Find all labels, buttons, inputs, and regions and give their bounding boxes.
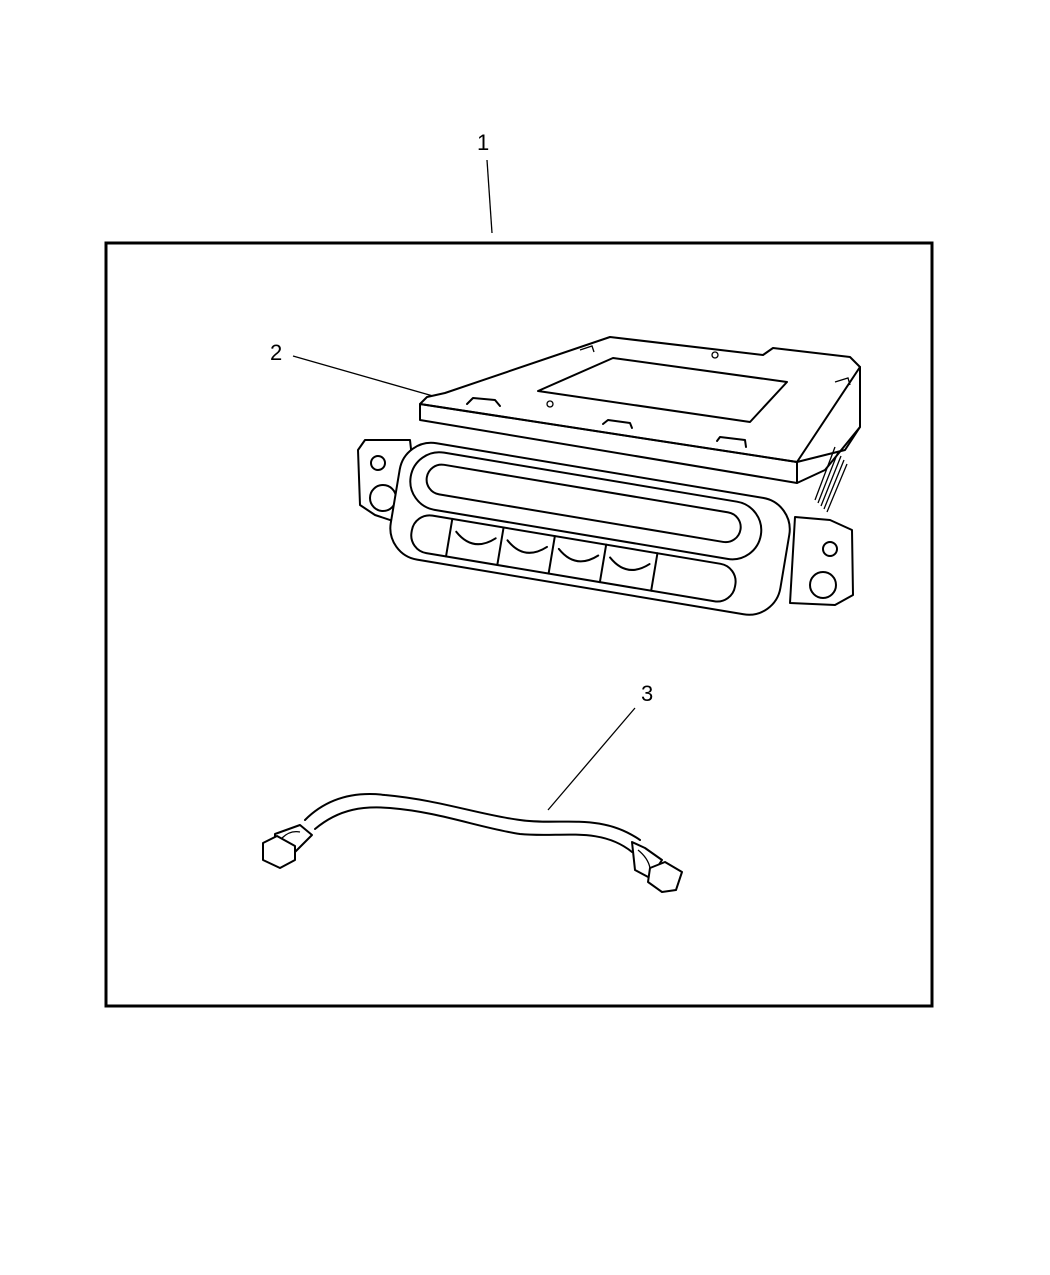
cd-slot-surround <box>409 451 763 561</box>
callout-1-leader <box>486 159 493 234</box>
callout-2-label: 2 <box>270 340 282 365</box>
radio-unit <box>357 336 861 616</box>
left-knob <box>369 484 397 512</box>
callout-3-leader <box>547 707 636 811</box>
callout-3-label: 3 <box>641 681 653 706</box>
right-knob <box>809 571 837 599</box>
right-mounting-flange <box>789 516 854 606</box>
kit-boundary-box <box>104 241 934 1008</box>
preset-buttons <box>445 517 659 592</box>
left-connector <box>262 824 313 869</box>
cd-slot <box>425 463 742 544</box>
left-mounting-hole <box>370 455 386 471</box>
radio-bezel <box>389 441 791 616</box>
callout-2-leader <box>292 355 434 397</box>
callout-1-label: 1 <box>477 130 489 155</box>
right-mounting-hole <box>822 541 838 557</box>
preset-button-row <box>410 514 737 603</box>
right-connector <box>631 841 683 893</box>
wire-harness <box>262 793 683 893</box>
